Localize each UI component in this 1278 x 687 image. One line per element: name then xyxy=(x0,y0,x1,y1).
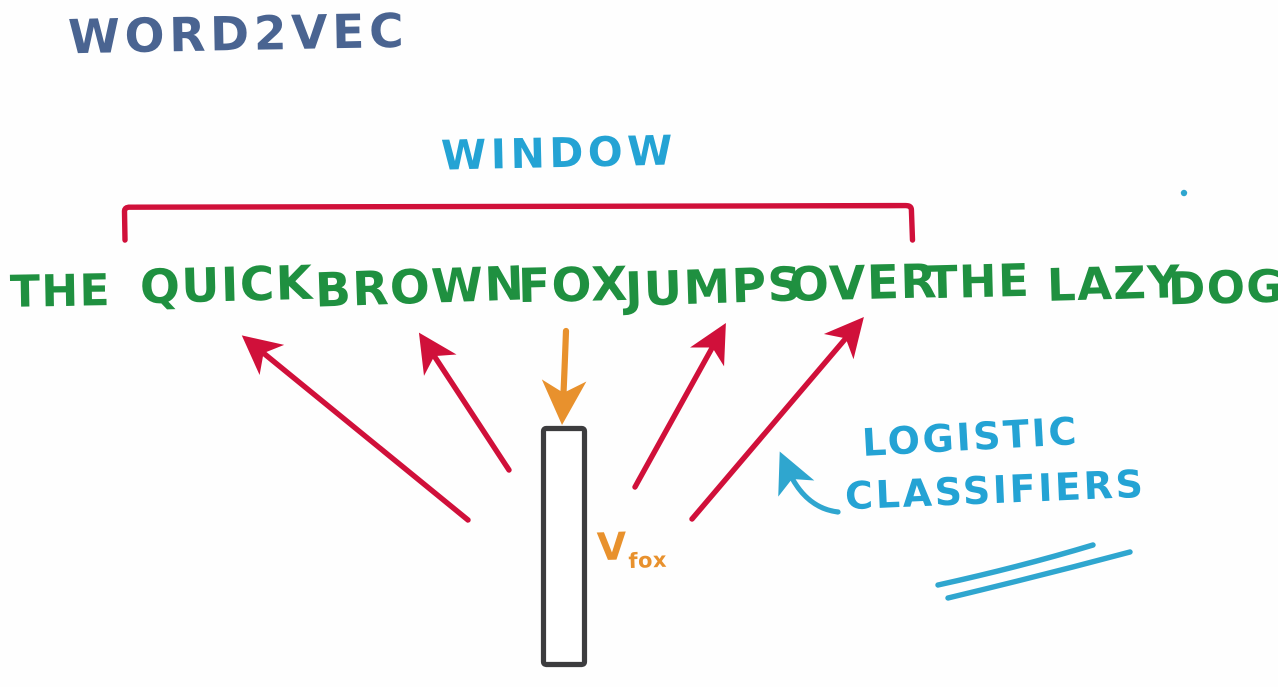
sentence-word: BROWN xyxy=(314,256,527,319)
vfox-vector-rectangle xyxy=(540,425,588,668)
sentence-word: JUMPS xyxy=(624,257,804,318)
vfox-subscript: fox xyxy=(628,547,668,574)
vfox-label: Vfox xyxy=(596,523,667,573)
annotation-underline-strokes xyxy=(935,542,1133,601)
sentence-word: FOX xyxy=(517,256,630,315)
sentence-word: QUICK xyxy=(139,255,315,316)
sentence-word: OVER xyxy=(788,254,939,313)
page-title: WORD2VEC xyxy=(67,3,409,66)
logistic-classifiers-pointer-arrow xyxy=(778,451,841,515)
vfox-base: V xyxy=(596,524,629,570)
arrow-to-jumps xyxy=(632,322,726,490)
arrow-to-over xyxy=(689,317,864,522)
arrow-to-quick xyxy=(241,335,471,523)
fox-to-vector-arrow xyxy=(541,327,587,426)
window-label: WINDOW xyxy=(440,126,678,180)
stray-ink-dot xyxy=(1180,189,1188,197)
sentence-word: THE xyxy=(926,253,1031,310)
arrow-to-brown xyxy=(418,332,512,473)
window-span-bracket xyxy=(121,202,916,243)
sentence-word: THE xyxy=(9,265,112,318)
sentence-word: DOG xyxy=(1167,259,1278,316)
sentence-word: LAZY xyxy=(1046,255,1182,312)
classifier-arrow-group xyxy=(241,317,864,523)
